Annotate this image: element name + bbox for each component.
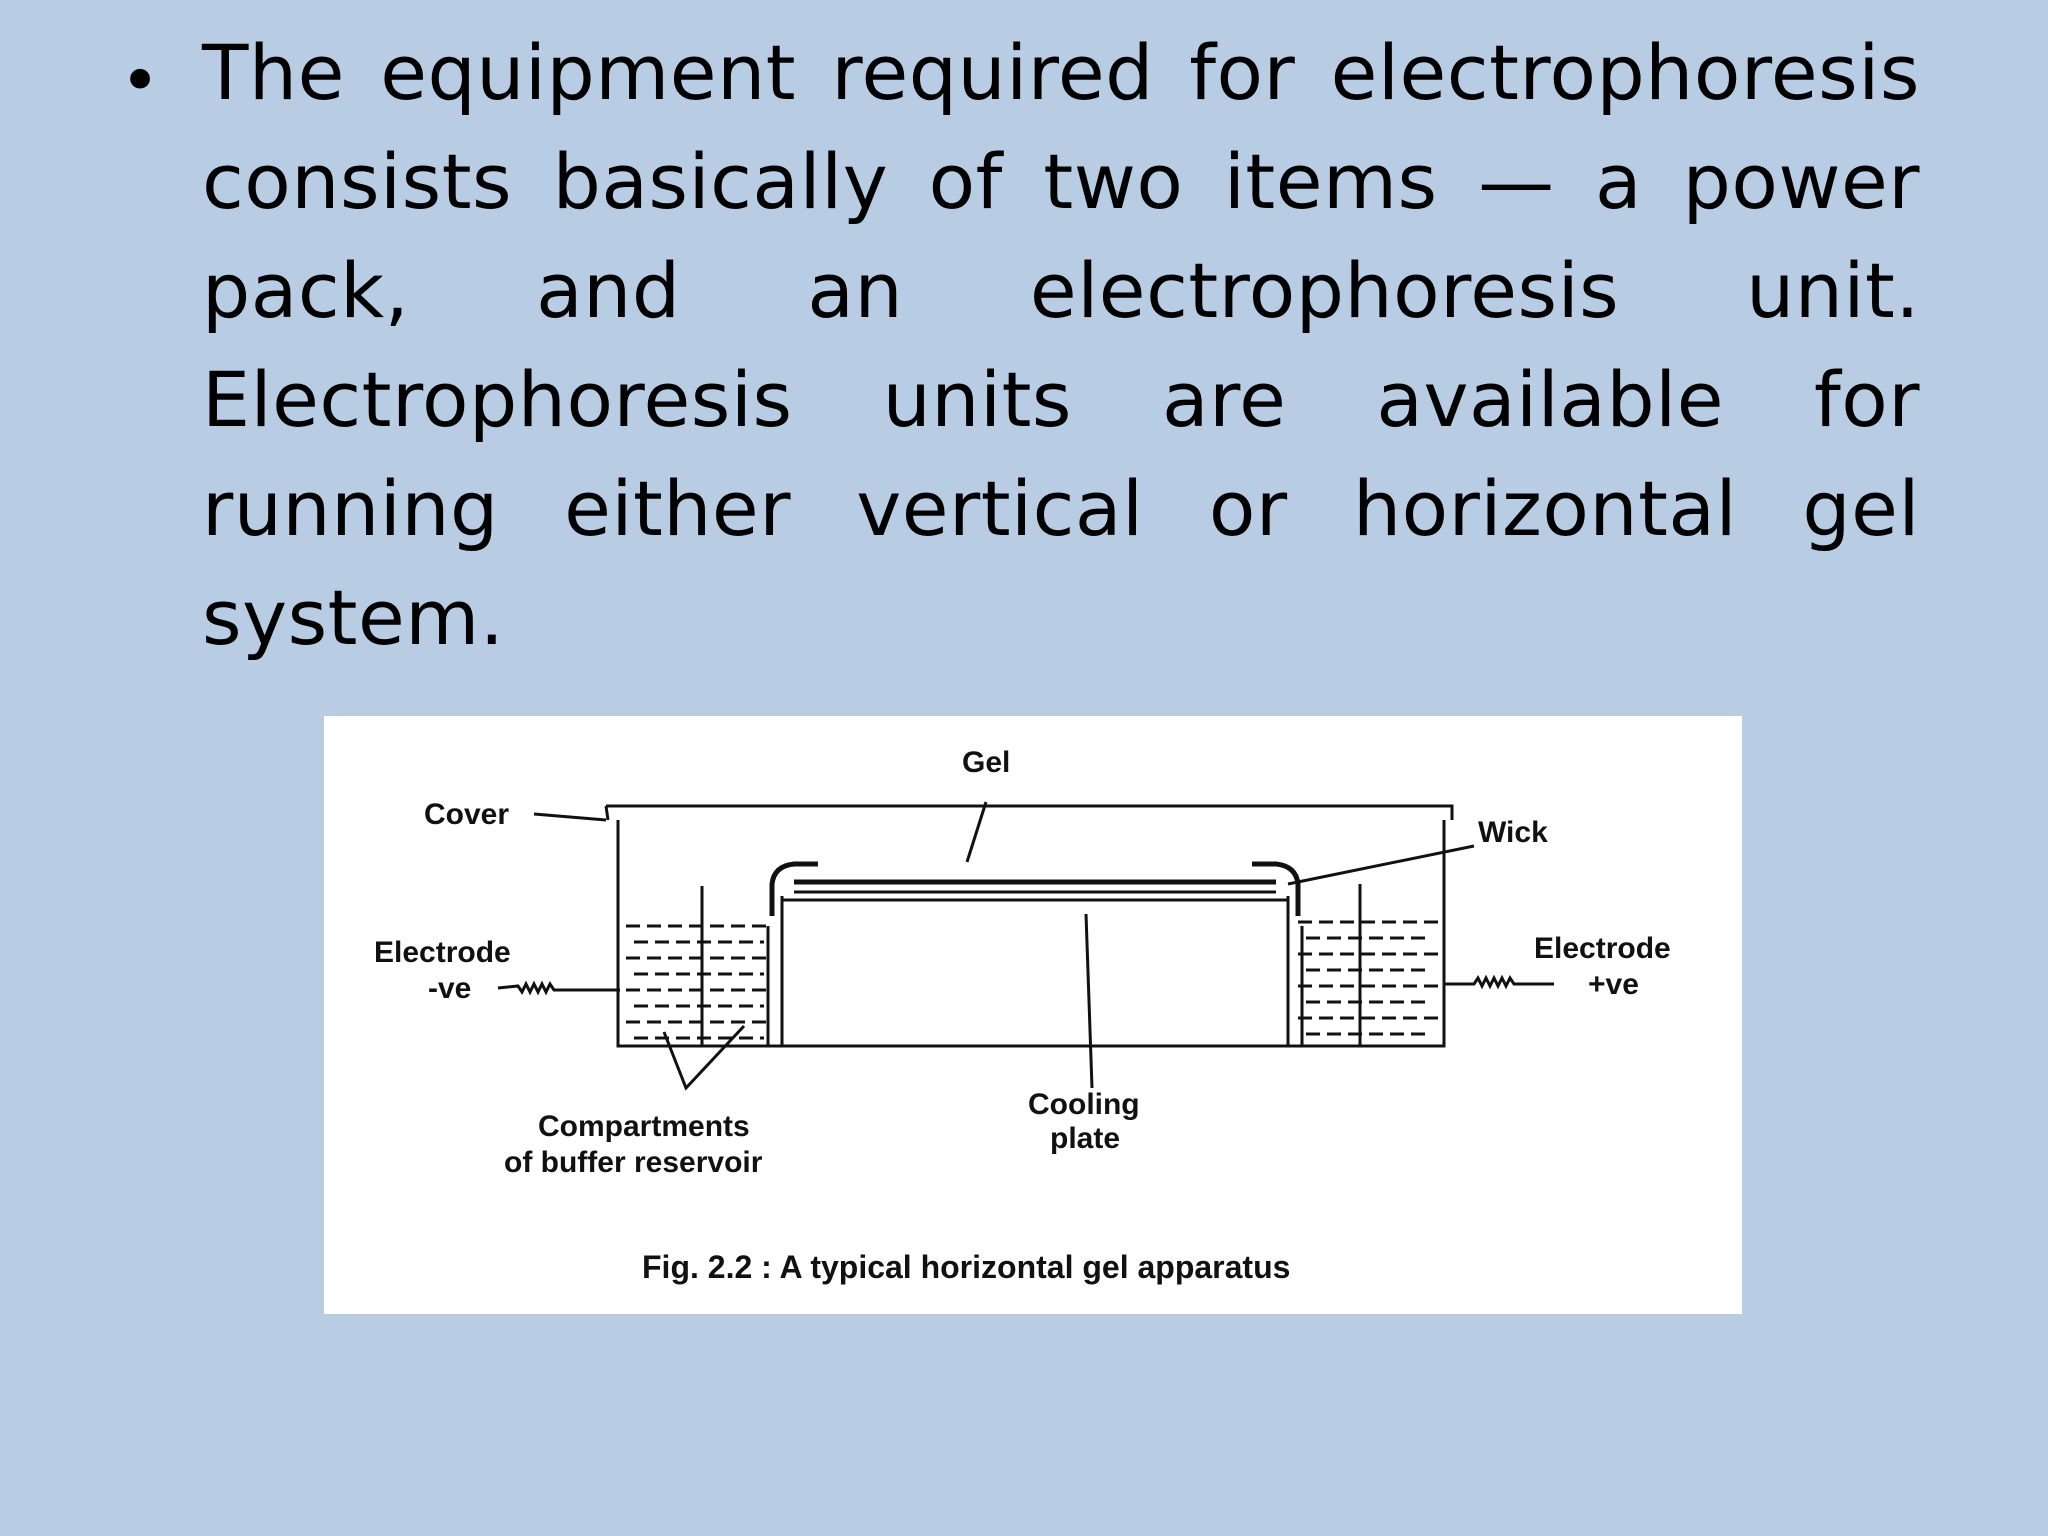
electrode-left-sign: -ve bbox=[428, 972, 471, 1005]
figure-caption: Fig. 2.2 : A typical horizontal gel appa… bbox=[642, 1249, 1290, 1285]
left-tank bbox=[616, 820, 784, 1048]
electrode-left-label: Electrode bbox=[374, 936, 511, 969]
bullet-text: The equipment required for electrophores… bbox=[202, 28, 1920, 662]
electrode-right-label: Electrode bbox=[1534, 932, 1671, 965]
compartments-label-line2: of buffer reservoir bbox=[504, 1146, 763, 1179]
figure-image: Gel Cover Wick Electrode -ve Electrode +… bbox=[324, 716, 1742, 1314]
gel-leader bbox=[965, 801, 988, 863]
electrode-right-sign: +ve bbox=[1588, 968, 1639, 1001]
cover-leader bbox=[533, 812, 607, 822]
bullet-icon: • bbox=[120, 42, 161, 121]
electrode-right-wire bbox=[1444, 974, 1554, 990]
cooling-plate bbox=[780, 898, 1290, 1048]
wick-right bbox=[1252, 861, 1301, 916]
wick-left bbox=[769, 861, 818, 916]
apparatus-diagram: Gel Cover Wick Electrode -ve Electrode +… bbox=[374, 746, 1671, 1285]
cooling-leader bbox=[1084, 913, 1094, 1089]
cover-line bbox=[606, 804, 1454, 820]
cooling-label-line1: Cooling bbox=[1028, 1088, 1140, 1121]
wick-label: Wick bbox=[1478, 816, 1548, 849]
right-tank bbox=[1286, 820, 1446, 1048]
gel-label: Gel bbox=[962, 746, 1010, 779]
wick-leader bbox=[1287, 844, 1475, 886]
cooling-label-line2: plate bbox=[1050, 1122, 1120, 1155]
compartments-leader bbox=[662, 1024, 746, 1091]
compartments-label-line1: Compartments bbox=[538, 1110, 750, 1143]
cover-label: Cover bbox=[424, 798, 509, 831]
electrode-left-wire bbox=[497, 980, 620, 996]
